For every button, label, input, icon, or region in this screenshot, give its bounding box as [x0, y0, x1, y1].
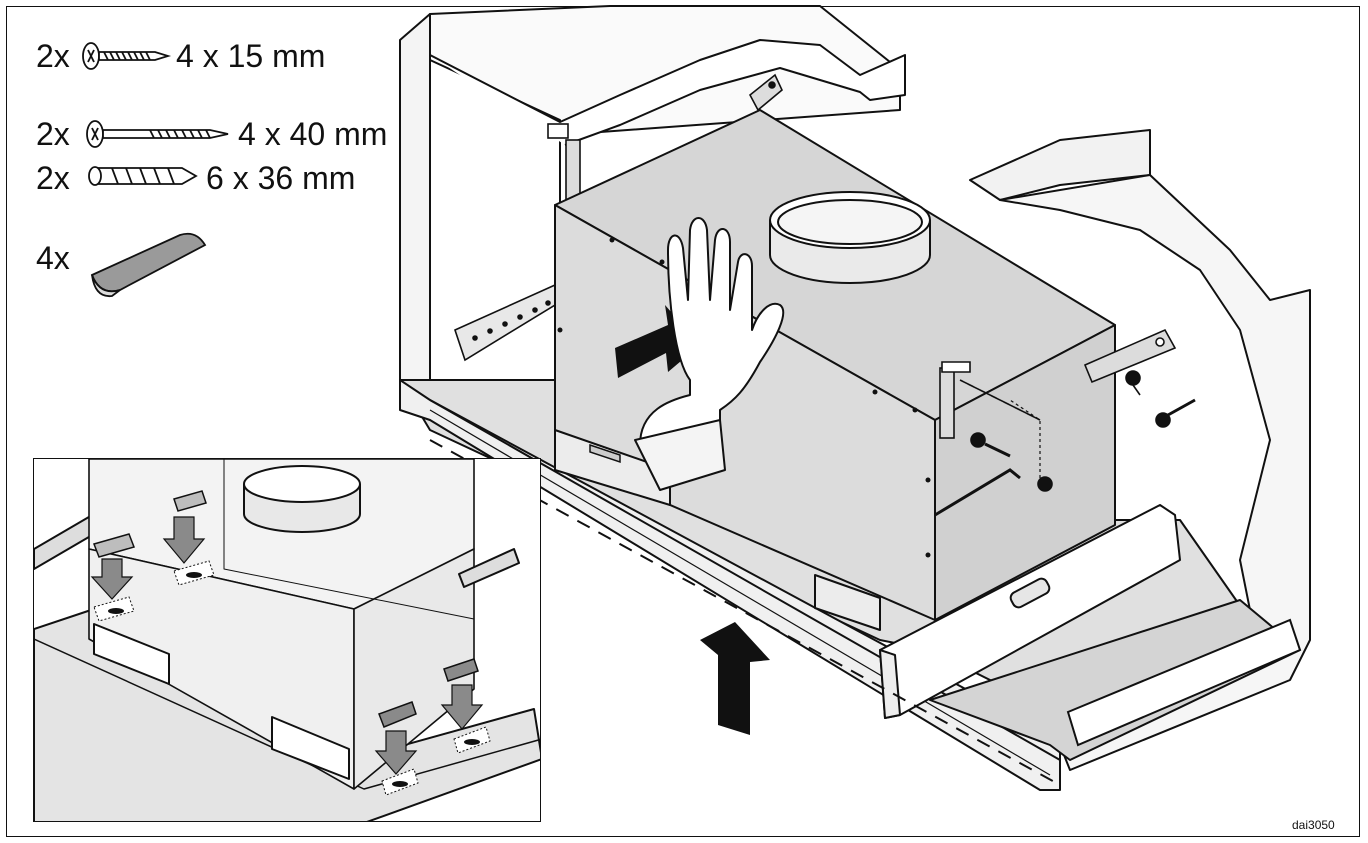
screws-illustration	[970, 370, 1196, 492]
hand-illustration	[634, 217, 785, 491]
screw-small-icon	[82, 42, 172, 70]
right-side-bracket	[939, 361, 1041, 439]
parts-qty-wall-plug: 2x	[36, 160, 70, 196]
pad-markers	[589, 443, 621, 464]
parts-size-screw-small: 4 x 15 mm	[176, 38, 326, 74]
adhesive-pad-icon	[90, 232, 207, 298]
left-wall-bracket	[547, 123, 581, 201]
parts-qty-screw-long: 2x	[36, 116, 70, 152]
wall-plug-icon	[88, 166, 198, 186]
hex-key	[934, 468, 1021, 517]
parts-qty-screw-small: 2x	[36, 38, 70, 74]
detail-inset	[33, 458, 541, 822]
parts-size-wall-plug: 6 x 36 mm	[206, 160, 356, 196]
front-trim-panel	[879, 504, 1181, 719]
figure-id: dai3050	[1292, 818, 1335, 832]
duct-collar	[769, 191, 931, 284]
lift-arrow	[700, 622, 770, 735]
wall-bracket-right	[1083, 328, 1177, 384]
rear-bracket	[748, 73, 783, 112]
parts-size-screw-long: 4 x 40 mm	[238, 116, 388, 152]
inset-illustration	[34, 459, 540, 821]
right-tray-lip	[1066, 618, 1302, 747]
screw-long-icon	[86, 120, 229, 148]
parts-qty-adhesive-pad: 4x	[36, 240, 70, 276]
